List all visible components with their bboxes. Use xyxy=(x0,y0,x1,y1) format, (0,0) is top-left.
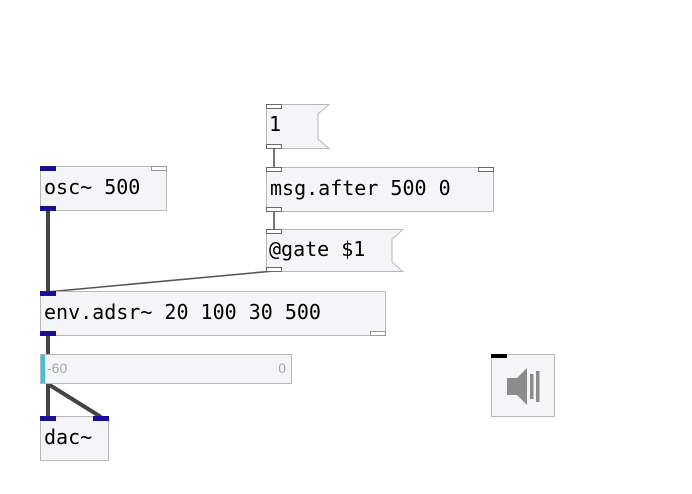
message-box-gate[interactable]: @gate $1 xyxy=(266,229,404,272)
level-meter[interactable]: -60 0 xyxy=(40,354,292,384)
message-box-gate-inlet[interactable] xyxy=(266,229,282,234)
object-dac-inlet-left[interactable] xyxy=(40,416,56,421)
level-meter-min-label: -60 xyxy=(47,360,68,376)
object-dac[interactable]: dac~ xyxy=(40,416,109,461)
message-box-gate-outlet[interactable] xyxy=(266,267,282,272)
message-box-one-inlet[interactable] xyxy=(266,104,282,109)
object-env-adsr-inlet[interactable] xyxy=(40,291,56,296)
object-env-adsr-text: env.adsr~ 20 100 30 500 xyxy=(44,300,321,324)
message-box-one[interactable]: 1 xyxy=(266,104,330,149)
object-env-adsr-outlet-left[interactable] xyxy=(40,331,56,336)
object-env-adsr-outlet-right[interactable] xyxy=(370,331,386,336)
object-osc-outlet[interactable] xyxy=(40,206,56,211)
object-env-adsr[interactable]: env.adsr~ 20 100 30 500 xyxy=(40,291,386,336)
wire-gate-to-env[interactable] xyxy=(46,270,275,293)
level-meter-max-label: 0 xyxy=(278,360,286,376)
object-dac-inlet-right[interactable] xyxy=(93,416,109,421)
object-msg-after[interactable]: msg.after 500 0 xyxy=(266,167,494,212)
object-msg-after-inlet-right[interactable] xyxy=(478,167,494,172)
dsp-toggle-button[interactable] xyxy=(491,354,555,417)
object-osc-text: osc~ 500 xyxy=(44,175,141,199)
object-msg-after-outlet[interactable] xyxy=(266,207,282,212)
wire-meter-to-dac-right[interactable] xyxy=(46,382,103,419)
message-box-one-text: 1 xyxy=(269,112,282,136)
speaker-icon xyxy=(507,368,540,405)
object-osc-inlet-left[interactable] xyxy=(40,166,56,171)
object-msg-after-text: msg.after 500 0 xyxy=(270,176,451,200)
object-osc-inlet-right[interactable] xyxy=(151,166,167,171)
message-box-gate-text: @gate $1 xyxy=(269,237,366,261)
object-dac-text: dac~ xyxy=(44,425,93,449)
level-meter-fill xyxy=(41,355,45,383)
object-msg-after-inlet-left[interactable] xyxy=(266,167,282,172)
dsp-toggle-inlet[interactable] xyxy=(491,354,507,358)
object-osc[interactable]: osc~ 500 xyxy=(40,166,167,211)
message-box-one-outlet[interactable] xyxy=(266,144,282,149)
